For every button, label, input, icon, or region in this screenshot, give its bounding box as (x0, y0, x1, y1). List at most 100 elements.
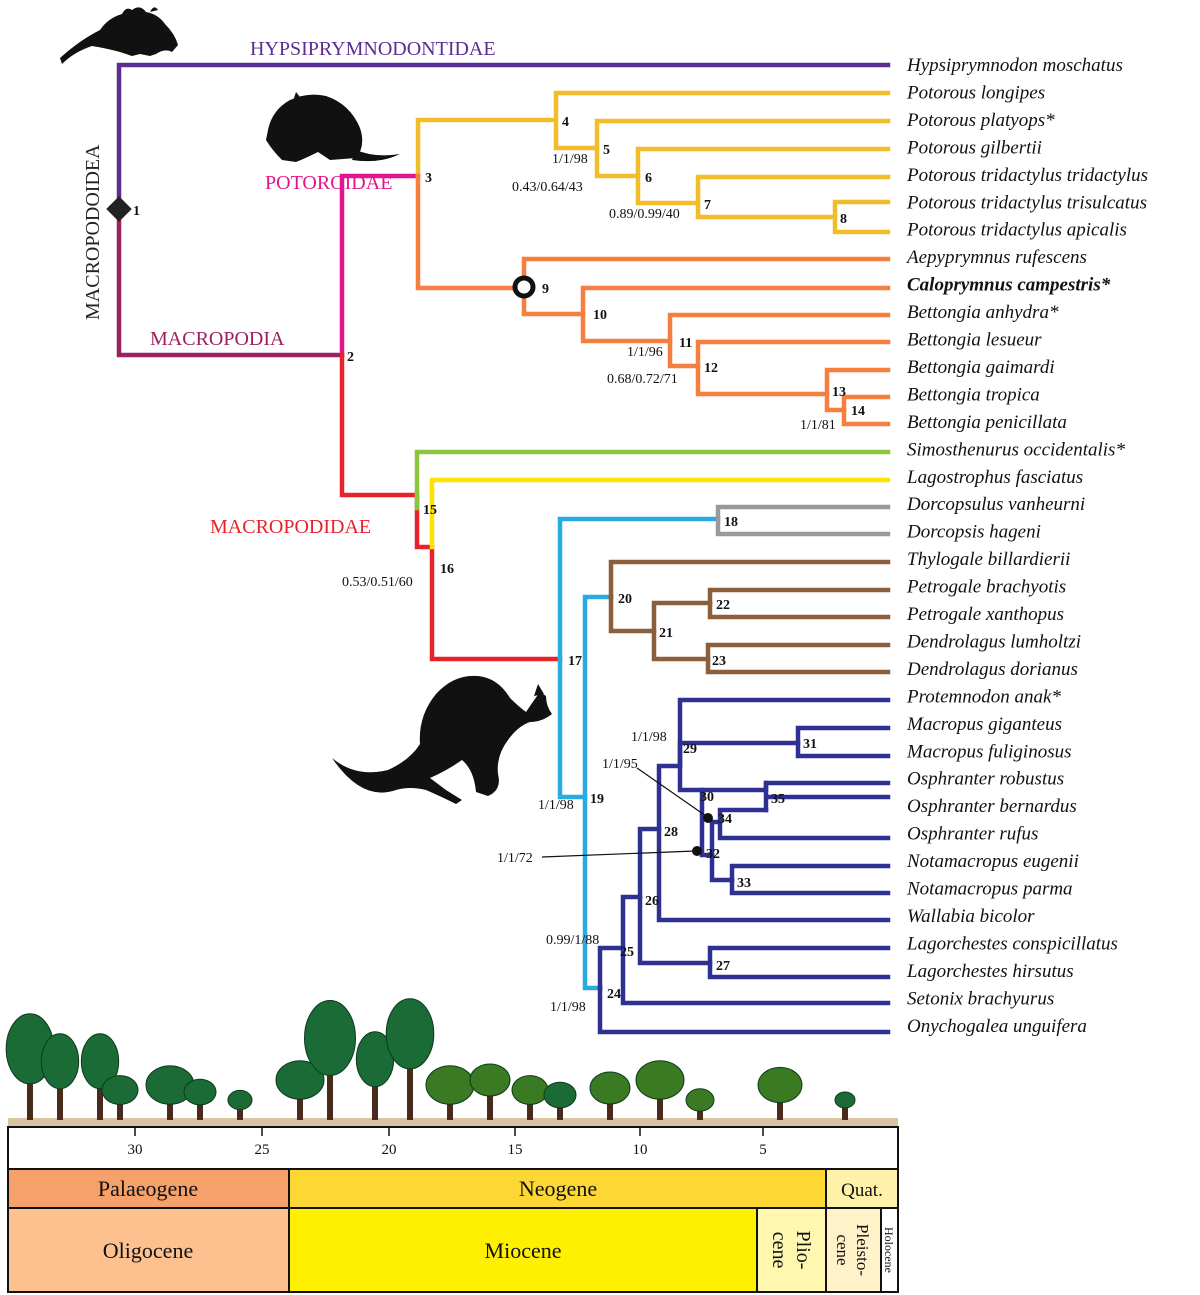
taxon-label: Petrogale xanthopus (906, 604, 1064, 625)
node-label-16: 16 (440, 562, 454, 577)
taxon-label: Hypsiprymnodon moschatus (906, 55, 1123, 76)
taxon-label: Potorous tridactylus trisulcatus (906, 192, 1147, 213)
support-value-n5: 1/1/98 (552, 152, 588, 167)
support-value-n25: 0.99/1/88 (546, 933, 599, 948)
node-label-12: 12 (704, 361, 718, 376)
node-label-20: 20 (618, 592, 632, 607)
node-label-14: 14 (851, 404, 865, 419)
branch-potoroidae (339, 173, 421, 358)
brown-clade (608, 559, 891, 675)
support-value-n16: 0.53/0.51/60 (342, 575, 413, 590)
taxon-label: Bettongia gaimardi (907, 357, 1055, 378)
node-label-6: 6 (645, 171, 652, 186)
taxon-label: Petrogale brachyotis (906, 577, 1066, 598)
node-label-5: 5 (603, 143, 610, 158)
time-tick-label: 15 (508, 1142, 523, 1158)
epoch-pleistocene-line2: cene (833, 1234, 852, 1265)
taxon-label: Onychogalea unguifera (907, 1016, 1087, 1037)
taxon-label: Potorous longipes (906, 82, 1045, 103)
node-32-dot (692, 846, 702, 856)
branch-simosthenurus (414, 449, 891, 511)
clade-hypsiprymnodontidae: HYPSIPRYMNODONTIDAE (250, 38, 496, 60)
taxon-label: Osphranter bernardus (907, 796, 1077, 817)
clade-macropodia: MACROPODIA (150, 328, 285, 350)
taxon-label: Caloprymnus campestris* (907, 275, 1111, 296)
node-label-32: 32 (706, 847, 720, 862)
node-label-19: 19 (590, 792, 604, 807)
time-tick-label: 30 (128, 1142, 143, 1158)
clade-macropodidae: MACROPODIDAE (210, 516, 371, 538)
taxon-label: Bettongia penicillata (907, 412, 1067, 433)
node-label-17: 17 (568, 654, 582, 669)
node-label-4: 4 (562, 115, 569, 130)
time-tick-label: 5 (759, 1142, 767, 1158)
light-blue-clade (557, 516, 721, 991)
node-label-15: 15 (423, 503, 437, 518)
epoch-pliocene-line2: cene (768, 1232, 790, 1269)
time-tick-label: 25 (255, 1142, 270, 1158)
node-label-35: 35 (771, 792, 785, 807)
taxon-label: Aepyprymnus rufescens (905, 247, 1087, 268)
node-label-9: 9 (542, 282, 549, 297)
taxon-label: Dorcopsis hageni (906, 522, 1041, 543)
support-value-n34: 1/1/95 (602, 757, 638, 772)
node-label-21: 21 (659, 626, 673, 641)
leader-34 (636, 767, 707, 817)
taxon-label: Osphranter rufus (907, 824, 1038, 845)
support-value-n19: 1/1/98 (538, 798, 574, 813)
branch-macropodidae (339, 352, 563, 662)
taxon-label: Thylogale billardierii (907, 549, 1070, 570)
epoch-pliocene-line1: Plio- (792, 1231, 814, 1270)
navy-clade (597, 697, 891, 1035)
support-value-n12: 0.68/0.72/71 (607, 372, 678, 387)
taxon-label: Wallabia bicolor (907, 906, 1035, 927)
clade-potoroidae: POTOROIDAE (265, 172, 392, 194)
rat-kangaroo-silhouette-icon (60, 7, 178, 64)
taxon-label: Potorous platyops* (906, 110, 1055, 131)
node-label-8: 8 (840, 212, 847, 227)
node-label-18: 18 (724, 515, 738, 530)
node-label-3: 3 (425, 171, 432, 186)
period-neogene: Neogene (519, 1176, 597, 1201)
node-9-ring (512, 275, 536, 299)
taxon-label: Macropus giganteus (906, 714, 1062, 735)
taxon-label: Dendrolagus dorianus (906, 659, 1078, 680)
taxon-label: Simosthenurus occidentalis* (907, 439, 1125, 460)
support-value-n32: 1/1/72 (497, 851, 533, 866)
node-label-10: 10 (593, 308, 607, 323)
taxon-label: Potorous tridactylus apicalis (906, 220, 1127, 241)
support-value-n14: 1/1/81 (800, 418, 836, 433)
taxon-label: Lagostrophus fasciatus (906, 467, 1083, 488)
landscape-illustration (5, 998, 898, 1126)
potoroo-silhouette-icon (266, 92, 400, 162)
node-label-33: 33 (737, 876, 751, 891)
clade-macropodoidea: MACROPODOIDEA (82, 144, 104, 320)
time-tick-label: 10 (633, 1142, 648, 1158)
taxon-label: Setonix brachyurus (907, 988, 1054, 1009)
support-value-n29: 1/1/98 (631, 730, 667, 745)
node-label-31: 31 (803, 737, 817, 752)
taxon-label: Osphranter robustus (907, 769, 1064, 790)
support-value-n24: 1/1/98 (550, 1000, 586, 1015)
taxon-label: Bettongia lesueur (907, 330, 1042, 351)
taxon-label: Potorous gilbertii (906, 137, 1042, 158)
taxon-label: Lagorchestes hirsutus (906, 961, 1074, 982)
potorous-clade (415, 90, 891, 235)
kangaroo-silhouette-icon (332, 675, 552, 804)
taxon-label: Bettongia tropica (907, 384, 1040, 405)
epoch-pleistocene-line1: Pleisto- (853, 1224, 872, 1276)
leader-32 (541, 850, 696, 858)
bettongia-clade (415, 173, 891, 427)
node-label-7: 7 (704, 198, 711, 213)
node-label-22: 22 (716, 598, 730, 613)
epoch-oligocene: Oligocene (103, 1238, 193, 1263)
support-value-n7: 0.89/0.99/40 (609, 207, 680, 222)
node-label-25: 25 (620, 945, 634, 960)
node-label-34: 34 (718, 812, 732, 827)
branch-dorcopsis (715, 504, 891, 537)
support-value-n11: 1/1/96 (627, 345, 663, 360)
taxon-label: Macropus fuliginosus (906, 741, 1072, 762)
node-1-diamond (106, 196, 132, 222)
